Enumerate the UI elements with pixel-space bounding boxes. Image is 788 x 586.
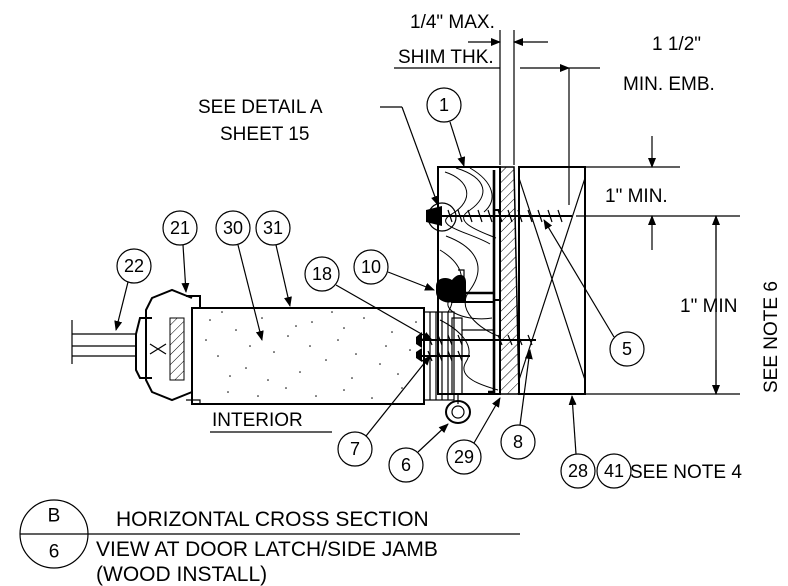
embedment-dimension: 1 1/2" MIN. EMB. bbox=[520, 34, 715, 205]
callout-41-label: 41 bbox=[604, 461, 624, 481]
glass-lite bbox=[71, 320, 136, 364]
callout-7: 7 bbox=[337, 355, 431, 467]
screw-upper bbox=[426, 206, 572, 226]
see-note-6: SEE NOTE 6 bbox=[761, 281, 782, 393]
callout-6-label: 6 bbox=[401, 455, 411, 475]
callout-5-label: 5 bbox=[622, 339, 632, 359]
title-line2: VIEW AT DOOR LATCH/SIDE JAMB bbox=[96, 538, 438, 561]
shim-dim-line2: SHIM THK. bbox=[398, 47, 494, 68]
callout-18-label: 18 bbox=[312, 264, 332, 284]
shim-dim-line1: 1/4" MAX. bbox=[410, 12, 495, 33]
callout-21-label: 21 bbox=[170, 218, 190, 238]
foam-core-stipple bbox=[205, 311, 417, 399]
callout-29-label: 29 bbox=[454, 447, 474, 467]
title-block: B 6 HORIZONTAL CROSS SECTION VIEW AT DOO… bbox=[19, 499, 520, 586]
callout-30-label: 30 bbox=[223, 218, 243, 238]
callout-6: 6 bbox=[388, 423, 449, 483]
wall-substrate bbox=[518, 166, 586, 395]
callout-28-label: 28 bbox=[568, 461, 588, 481]
shim bbox=[499, 166, 520, 395]
callout-1: 1 bbox=[426, 87, 466, 167]
callout-8: 8 bbox=[500, 349, 536, 460]
interior-label: INTERIOR bbox=[212, 410, 303, 431]
callout-18: 18 bbox=[304, 256, 433, 341]
callout-5: 5 bbox=[543, 219, 645, 367]
door-slab bbox=[191, 307, 455, 405]
side-min-dimension: 1" MIN bbox=[576, 215, 740, 395]
callout-22-label: 22 bbox=[124, 256, 144, 276]
callout-7-label: 7 bbox=[350, 439, 360, 459]
top-min-label: 1" MIN. bbox=[605, 186, 668, 207]
detail-sheet: 6 bbox=[49, 542, 60, 563]
detail-a-note: SEE DETAIL A SHEET 15 bbox=[198, 97, 457, 232]
see-note-4: SEE NOTE 4 bbox=[630, 462, 742, 483]
callout-21: 21 bbox=[162, 210, 198, 293]
detail-note-line1: SEE DETAIL A bbox=[198, 97, 323, 118]
callout-31-label: 31 bbox=[263, 218, 283, 238]
glazing-frame bbox=[135, 288, 201, 404]
callout-1-label: 1 bbox=[439, 95, 449, 115]
strike-plate bbox=[445, 317, 494, 424]
callout-29: 29 bbox=[446, 397, 501, 475]
callout-10-label: 10 bbox=[361, 257, 381, 277]
callout-22: 22 bbox=[114, 248, 152, 331]
callout-10: 10 bbox=[353, 249, 435, 291]
shim-dimension: 1/4" MAX. SHIM THK. bbox=[394, 12, 548, 165]
emb-dim-line1: 1 1/2" bbox=[652, 34, 701, 55]
callout-41: 41 bbox=[596, 453, 632, 489]
callout-30: 30 bbox=[215, 210, 264, 341]
weatherstrip bbox=[436, 269, 466, 303]
top-min-dimension: 1" MIN. bbox=[576, 136, 740, 250]
callout-28: 28 bbox=[560, 395, 596, 489]
callout-31: 31 bbox=[255, 210, 292, 307]
callout-8-label: 8 bbox=[513, 432, 523, 452]
detail-note-line2: SHEET 15 bbox=[220, 124, 309, 145]
title-line1: HORIZONTAL CROSS SECTION bbox=[116, 508, 429, 531]
emb-dim-line2: MIN. EMB. bbox=[623, 74, 715, 95]
title-line3: (WOOD INSTALL) bbox=[96, 563, 267, 586]
side-min-label: 1" MIN bbox=[680, 296, 737, 317]
detail-letter: B bbox=[48, 506, 61, 527]
